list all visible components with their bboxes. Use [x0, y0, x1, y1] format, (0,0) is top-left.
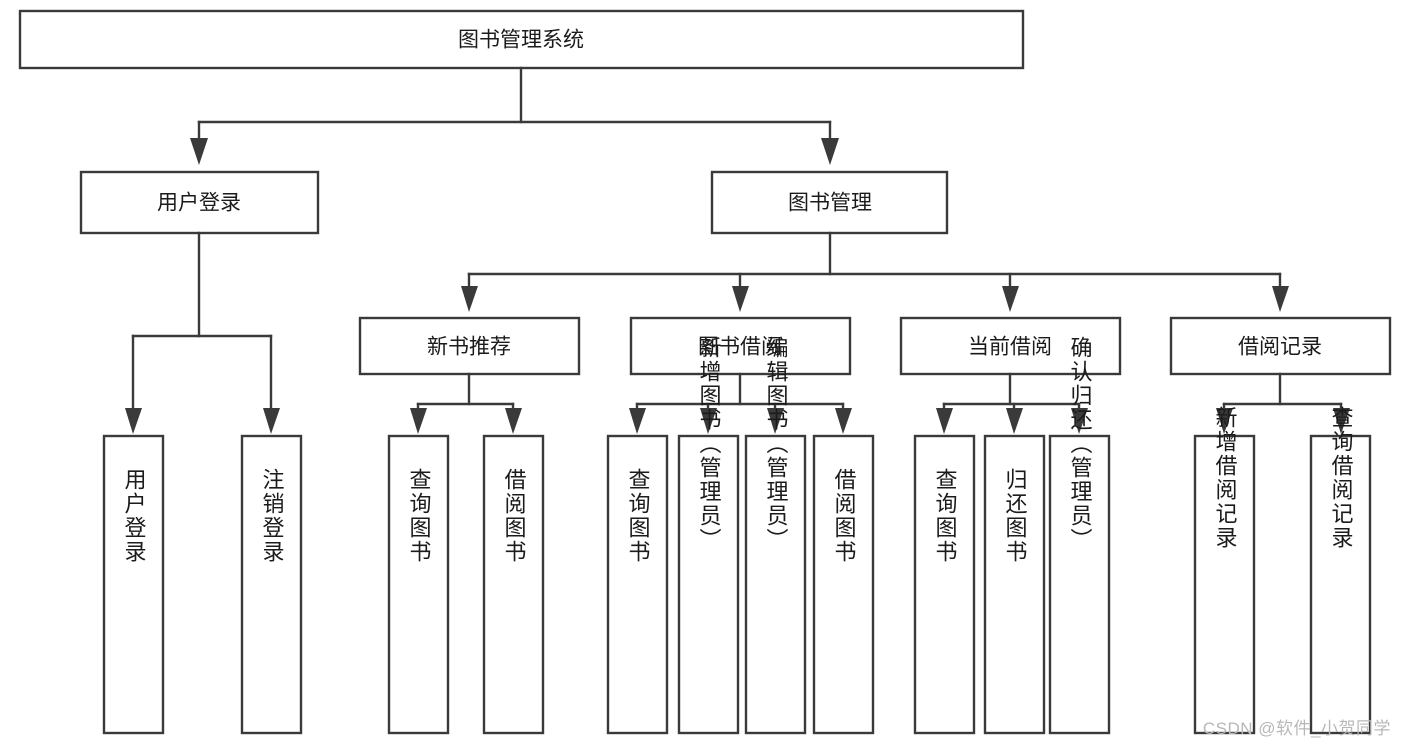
arrow-head-icon: [700, 408, 717, 434]
current-borrow-label: 当前借阅: [968, 336, 1052, 359]
book-management-label: 图书管理: [788, 192, 872, 215]
leaf-box[interactable]: [744, 434, 807, 735]
leaf-label: 借阅图书: [502, 468, 527, 564]
arrow-head-icon: [629, 408, 646, 434]
node-leaf-confirm-return[interactable]: 确认归还（管理员）: [1048, 336, 1111, 735]
node-leaf-user-login[interactable]: 用户登录: [102, 434, 165, 735]
arrow-head-icon: [1002, 286, 1019, 312]
leaf-label: 查询借阅记录: [1329, 406, 1354, 550]
leaf-box[interactable]: [1048, 434, 1111, 735]
node-leaf-return-book[interactable]: 归还图书: [983, 434, 1046, 735]
arrow-head-icon: [190, 138, 208, 165]
arrow-head-icon: [1006, 408, 1023, 434]
arrow-head-icon: [461, 286, 478, 312]
arrow-head-icon: [732, 286, 749, 312]
node-leaf-borrow-book-2[interactable]: 借阅图书: [812, 434, 875, 735]
connector-nbr-to-leaves: [410, 372, 522, 434]
leaf-box[interactable]: [677, 434, 740, 735]
arrow-head-icon: [835, 408, 852, 434]
node-leaf-add-book[interactable]: 新增图书（管理员）: [677, 336, 740, 735]
leaf-box[interactable]: [812, 434, 875, 735]
arrow-head-icon: [125, 408, 142, 434]
leaf-label: 查询图书: [626, 468, 651, 564]
leaf-box[interactable]: [387, 434, 450, 735]
node-current-borrow[interactable]: 当前借阅: [899, 316, 1122, 376]
arrow-head-icon: [1071, 408, 1088, 434]
book-borrow-box[interactable]: [629, 316, 852, 376]
leaf-label: 编辑图书（管理员）: [764, 336, 789, 552]
arrow-head-icon: [263, 408, 280, 434]
node-book-management[interactable]: 图书管理: [710, 170, 949, 235]
node-new-book-recommend[interactable]: 新书推荐: [358, 316, 581, 376]
leaf-box[interactable]: [102, 434, 165, 735]
arrow-head-icon: [1272, 286, 1289, 312]
connector-br-to-leaves: [1216, 372, 1350, 434]
current-borrow-box[interactable]: [899, 316, 1122, 376]
connector-cb-to-leaves: [936, 372, 1088, 434]
leaf-box[interactable]: [606, 434, 669, 735]
node-book-borrow[interactable]: 图书借阅: [629, 316, 852, 376]
leaf-box[interactable]: [482, 434, 545, 735]
leaf-label: 确认归还（管理员）: [1068, 336, 1093, 552]
borrow-record-box[interactable]: [1169, 316, 1392, 376]
arrow-head-icon: [410, 408, 427, 434]
leaf-label: 新增借阅记录: [1213, 406, 1238, 550]
leaf-box[interactable]: [1193, 434, 1256, 735]
leaf-label: 新增图书（管理员）: [697, 336, 722, 552]
node-user-login[interactable]: 用户登录: [79, 170, 320, 235]
leaf-label: 查询图书: [407, 468, 432, 564]
node-leaf-add-record[interactable]: 新增借阅记录: [1193, 406, 1256, 735]
leaf-label: 查询图书: [933, 468, 958, 564]
arrow-head-icon: [1333, 408, 1350, 434]
connector-root-to-level2: [190, 66, 839, 165]
root-box[interactable]: [18, 9, 1025, 70]
connector-book-management-to-level3: [461, 231, 1289, 312]
borrow-record-label: 借阅记录: [1238, 336, 1322, 359]
arrow-head-icon: [936, 408, 953, 434]
leaf-label: 注销登录: [260, 468, 285, 564]
book-management-box[interactable]: [710, 170, 949, 235]
new-book-recommend-label: 新书推荐: [427, 336, 511, 359]
node-leaf-logout-login[interactable]: 注销登录: [240, 434, 303, 735]
leaf-label: 借阅图书: [832, 468, 857, 564]
connector-user-login-to-leaves: [125, 231, 280, 434]
leaf-box[interactable]: [983, 434, 1046, 735]
node-root[interactable]: 图书管理系统: [18, 9, 1025, 70]
arrow-head-icon: [505, 408, 522, 434]
arrow-head-icon: [821, 138, 839, 165]
leaf-box[interactable]: [913, 434, 976, 735]
node-leaf-edit-book[interactable]: 编辑图书（管理员）: [744, 336, 807, 735]
leaf-box[interactable]: [1309, 434, 1372, 735]
root-label: 图书管理系统: [458, 29, 584, 52]
node-leaf-borrow-book-1[interactable]: 借阅图书: [482, 434, 545, 735]
new-book-recommend-box[interactable]: [358, 316, 581, 376]
leaf-label: 用户登录: [122, 468, 147, 564]
book-borrow-label: 图书借阅: [698, 336, 782, 359]
leaf-label: 归还图书: [1003, 468, 1028, 564]
node-leaf-query-book-2[interactable]: 查询图书: [606, 434, 669, 735]
leaf-box[interactable]: [240, 434, 303, 735]
node-leaf-query-record[interactable]: 查询借阅记录: [1309, 406, 1372, 735]
node-leaf-query-book-1[interactable]: 查询图书: [387, 434, 450, 735]
user-login-label: 用户登录: [157, 192, 241, 215]
arrow-head-icon: [767, 408, 784, 434]
connector-bb-to-leaves: [629, 372, 852, 434]
arrow-head-icon: [1216, 408, 1233, 434]
node-borrow-record[interactable]: 借阅记录: [1169, 316, 1392, 376]
node-leaf-query-book-3[interactable]: 查询图书: [913, 434, 976, 735]
